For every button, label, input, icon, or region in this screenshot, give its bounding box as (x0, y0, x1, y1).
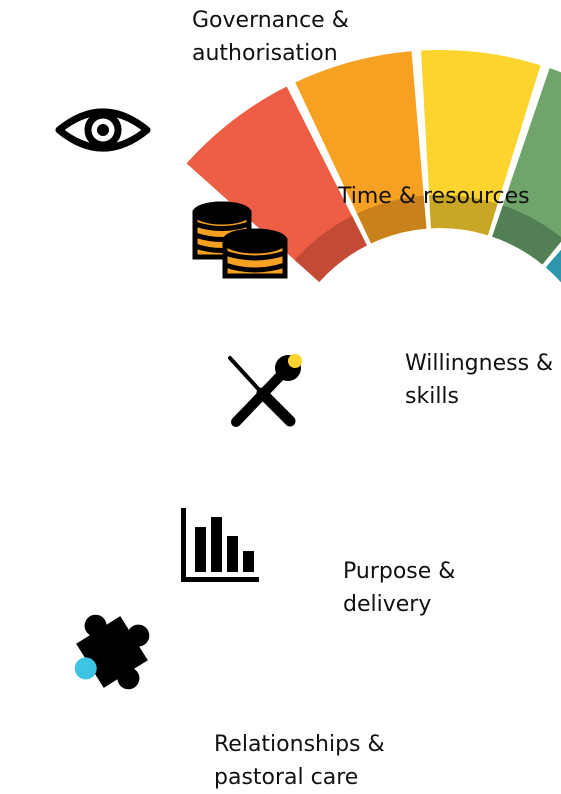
segment-relationships (74, 249, 561, 690)
label-governance-line-2: authorisation (192, 41, 338, 66)
segment-relationships-shade (545, 249, 561, 283)
segment-time (192, 51, 427, 279)
label-relationships: Relationships & pastoral care (214, 728, 385, 794)
label-purpose: Purpose & delivery (343, 555, 455, 621)
label-governance-line-1: Governance & (192, 8, 349, 33)
label-time-line-1: Time & resources (338, 184, 530, 209)
segment-willingness (228, 49, 541, 427)
eye-icon (55, 108, 151, 152)
label-purpose-line-1: Purpose & (343, 559, 456, 584)
coins-icon (192, 201, 288, 279)
puzzle-icon (74, 614, 150, 690)
label-governance: Governance & authorisation (192, 4, 349, 70)
segment-time-shade (356, 195, 427, 244)
segment-purpose (181, 68, 561, 582)
label-willingness-line-1: Willingness & (405, 351, 554, 376)
segment-governance-shade (294, 215, 367, 283)
segment-willingness-band (421, 49, 541, 236)
label-relationships-line-2: pastoral care (214, 765, 359, 790)
segment-governance-band (186, 86, 367, 283)
segment-purpose-shade (492, 205, 561, 265)
bar-chart-icon (181, 508, 259, 582)
segment-time-band (295, 51, 427, 244)
tools-icon (228, 354, 302, 427)
segment-governance (55, 86, 367, 283)
segment-willingness-shade (429, 194, 498, 236)
label-time: Time & resources (338, 180, 530, 213)
label-willingness-line-2: skills (405, 384, 460, 409)
label-willingness: Willingness & skills (405, 347, 553, 413)
label-relationships-line-1: Relationships & (214, 732, 385, 757)
label-purpose-line-2: delivery (343, 592, 432, 617)
